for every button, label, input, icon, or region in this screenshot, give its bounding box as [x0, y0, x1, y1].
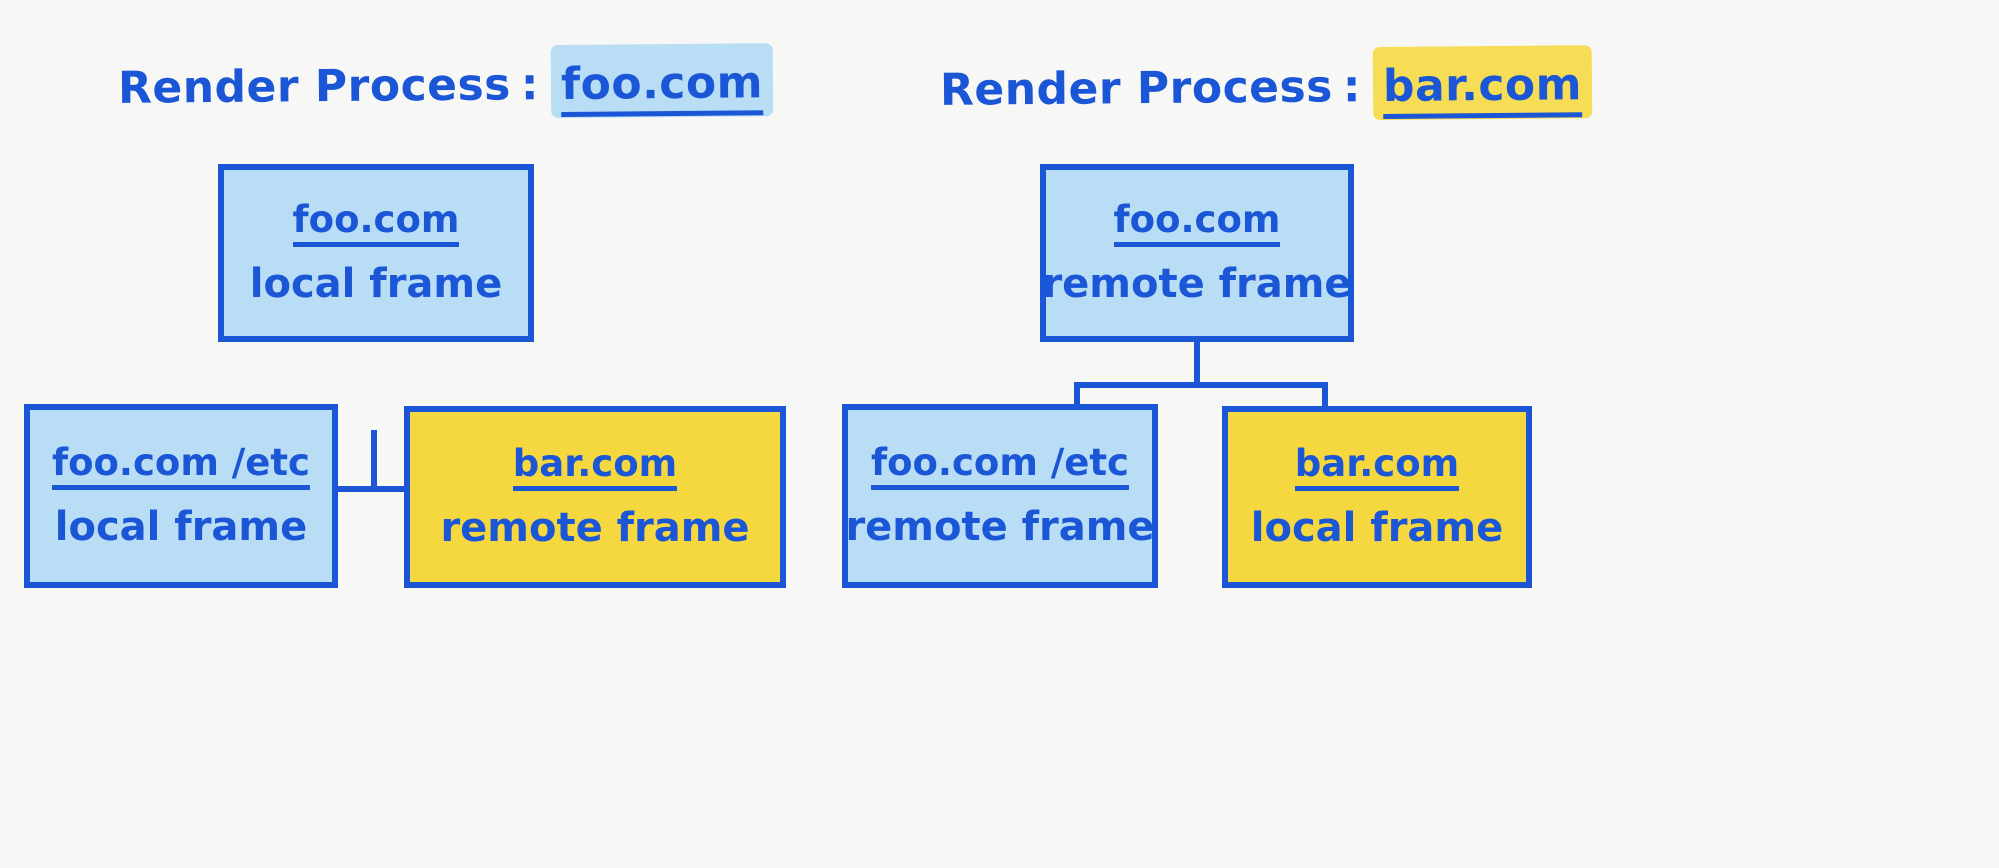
title-origin-highlight-right: bar.com	[1372, 45, 1593, 121]
connector-bar-left	[247, 486, 509, 492]
frame-kind: local frame	[249, 261, 503, 308]
title-prefix-left: Render Process	[117, 59, 512, 114]
title-origin-left: foo.com	[560, 57, 764, 117]
title-colon-left: :	[520, 59, 540, 111]
frame-kind: remote frame	[845, 504, 1155, 551]
title-origin-right: bar.com	[1382, 59, 1583, 119]
connector-bar-right	[1074, 382, 1328, 388]
frame-origin: foo.com /etc	[51, 443, 310, 491]
connector-drop-right-child-left	[1074, 382, 1080, 418]
frame-kind: local frame	[1250, 505, 1504, 552]
frame-node-child-right-left[interactable]: bar.com remote frame	[404, 406, 786, 588]
title-colon-right: :	[1342, 61, 1362, 113]
frame-origin: bar.com	[1294, 444, 1460, 492]
frame-kind: local frame	[54, 504, 308, 551]
frame-origin: bar.com	[512, 444, 678, 492]
render-process-title-bar: Render Process : bar.com	[939, 45, 1593, 121]
frame-node-child-right-right[interactable]: bar.com local frame	[1222, 406, 1532, 588]
title-origin-highlight-left: foo.com	[550, 43, 774, 119]
frame-origin: foo.com /etc	[870, 443, 1129, 491]
frame-kind: remote frame	[1042, 261, 1352, 308]
connector-root-stem-left	[371, 430, 377, 492]
title-prefix-right: Render Process	[939, 61, 1334, 116]
frame-kind: remote frame	[440, 505, 750, 552]
frame-node-root-left[interactable]: foo.com local frame	[218, 164, 534, 342]
frame-origin: foo.com	[292, 200, 460, 248]
connector-root-stem-right	[1194, 340, 1200, 388]
frame-node-root-right[interactable]: foo.com remote frame	[1040, 164, 1354, 342]
render-process-title-foo: Render Process : foo.com	[117, 43, 774, 119]
frame-origin: foo.com	[1113, 200, 1281, 248]
connector-drop-right-child-right	[1322, 382, 1328, 418]
frame-node-child-left-left[interactable]: foo.com /etc local frame	[24, 404, 338, 588]
frame-node-child-left-right[interactable]: foo.com /etc remote frame	[842, 404, 1158, 588]
